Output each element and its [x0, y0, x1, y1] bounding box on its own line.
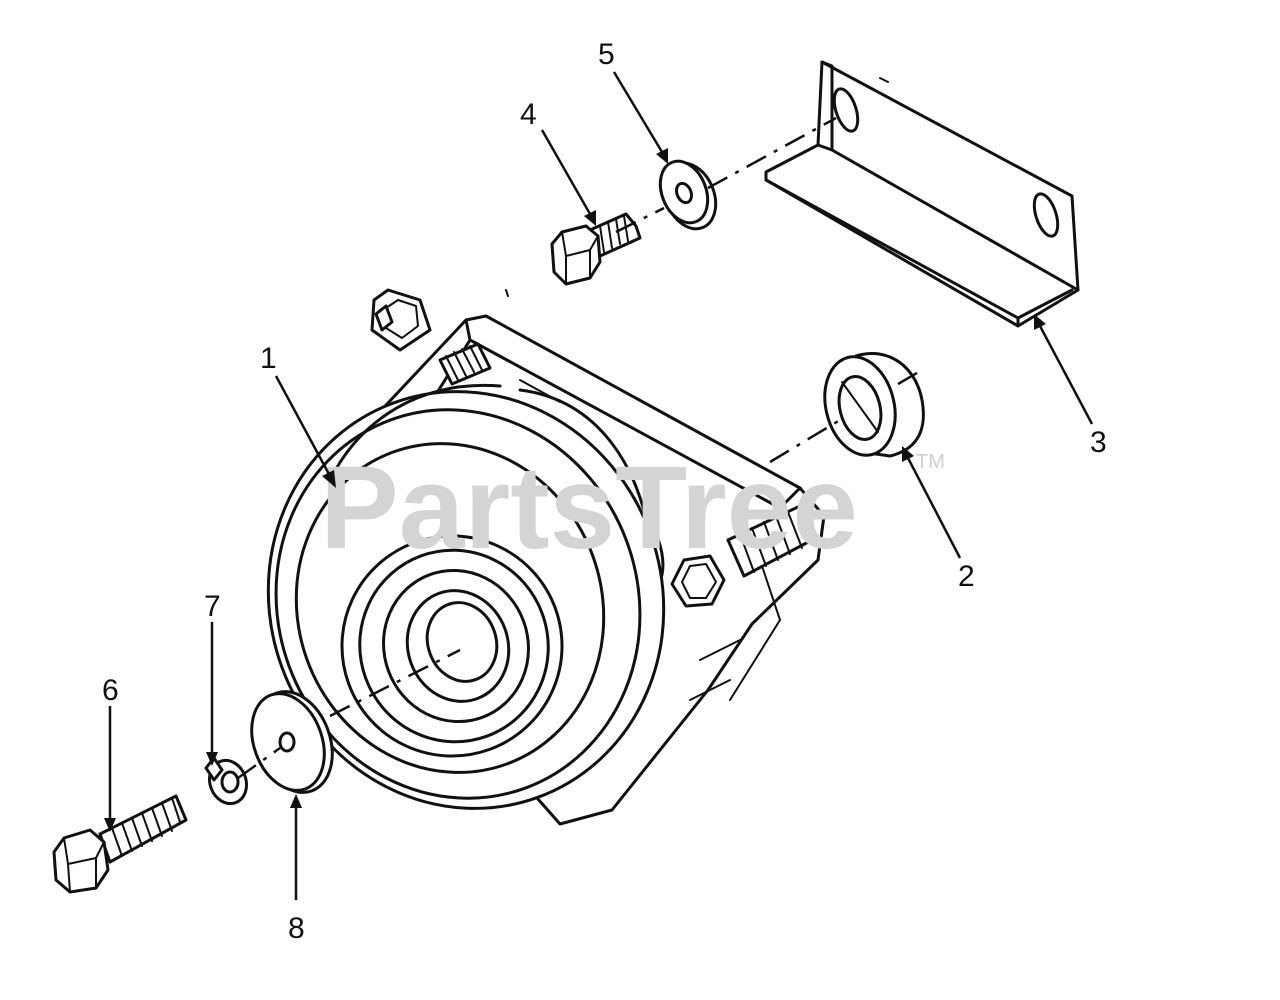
callout-2[interactable]: 2 — [958, 560, 975, 593]
part-1-clutch-assembly[interactable] — [210, 288, 826, 864]
lower-spring-assembly — [670, 504, 814, 608]
center-lines — [237, 116, 923, 780]
watermark-text: PartsTree — [320, 442, 858, 574]
part-5-washer[interactable] — [652, 154, 725, 236]
callout-6[interactable]: 6 — [102, 674, 119, 707]
callout-5[interactable]: 5 — [598, 38, 615, 71]
callout-leaders — [104, 71, 1094, 900]
upper-spring-assembly — [370, 288, 492, 386]
part-7-lock-washer[interactable] — [204, 755, 253, 809]
callout-4[interactable]: 4 — [520, 98, 537, 131]
callout-8[interactable]: 8 — [288, 912, 305, 945]
part-8-washer[interactable] — [239, 681, 346, 803]
callout-1[interactable]: 1 — [260, 342, 277, 375]
part-6-bolt[interactable] — [52, 794, 188, 894]
watermark-trademark: TM — [916, 451, 945, 473]
part-3-bracket[interactable] — [764, 60, 1080, 328]
callout-3[interactable]: 3 — [1090, 426, 1107, 459]
callout-7[interactable]: 7 — [204, 590, 221, 623]
part-4-bolt[interactable] — [550, 212, 642, 286]
